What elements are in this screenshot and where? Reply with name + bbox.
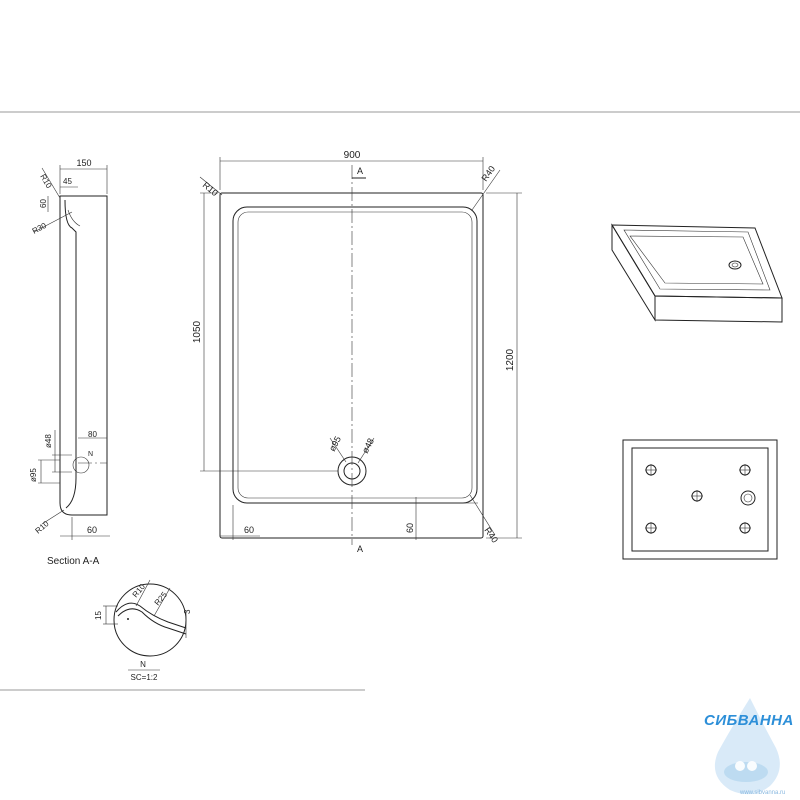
detail-view: R10 R25 15 3 N SC=1:2: [94, 579, 192, 682]
detail-mark-n: N: [88, 451, 93, 458]
logo-url: www.sibvanna.ru: [740, 790, 786, 796]
detail-circle: [113, 583, 187, 657]
leader-detail-r25: [153, 587, 171, 617]
detail-scale: SC=1:2: [131, 673, 158, 682]
logo-text: СИБВАННА: [704, 712, 794, 729]
support-foot: [691, 490, 703, 502]
dim-section-r30: R30: [31, 221, 49, 236]
iso-front-face: [654, 295, 783, 323]
plan-view: A A 900 1200 1050 60 60 R10 R40 R40: [192, 150, 522, 554]
dim-detail-r25: R25: [153, 590, 170, 607]
dim-length: 1200: [505, 348, 516, 371]
dim-section-depth: 150: [76, 158, 91, 168]
bottom-view: [622, 439, 778, 560]
detail-circle-n: [72, 456, 90, 474]
leader-detail-r10: [135, 579, 151, 607]
detail-profile-bottom: [117, 608, 187, 635]
dim-section-drain-outer: ø95: [29, 468, 38, 482]
dim-r10: R10: [201, 180, 220, 198]
section-mark-bottom: A: [357, 544, 363, 554]
iso-left-face: [611, 223, 656, 322]
dim-drain-outer: ø95: [327, 435, 343, 453]
dim-r40-bottom: R40: [482, 525, 500, 544]
tray-inner-rim: [232, 206, 478, 504]
section-view: Section A-A 150 45 R10 60 R30 ø48 80 ø95: [29, 158, 110, 567]
detail-name: N: [140, 660, 146, 669]
dim-section-base: 60: [87, 525, 97, 535]
section-mark-top: A: [357, 166, 363, 176]
leader-r10-bottom: [41, 509, 65, 525]
dim-rim-left: 60: [244, 525, 254, 535]
iso-drain-inner: [731, 262, 739, 268]
support-foot: [645, 464, 657, 476]
dim-section-r10-bottom: R10: [34, 519, 51, 536]
support-foot: [739, 464, 751, 476]
bottom-drain-inner: [743, 493, 753, 503]
leader-drain-inner: [357, 437, 375, 464]
leader-r40: [471, 169, 501, 211]
support-feet: [645, 464, 751, 534]
leader-r10-top: [41, 167, 61, 199]
dim-drain-inner: ø48: [360, 437, 376, 455]
leader-r40-bottom: [469, 494, 496, 536]
dim-section-drain-offset: 80: [88, 430, 97, 439]
dim-rim-bottom: 60: [405, 523, 415, 533]
section-label: Section A-A: [47, 556, 100, 567]
section-r30-curve: [67, 209, 81, 227]
tray-inner-rim-2: [237, 211, 473, 499]
dim-width: 900: [344, 150, 361, 161]
leader-r10: [199, 176, 223, 196]
dim-r40-top: R40: [479, 164, 497, 183]
dim-detail-height: 15: [94, 611, 103, 620]
iso-inner-rim-2: [629, 235, 764, 285]
leader-drain-outer: [329, 437, 347, 463]
logo-droplet-icon: [714, 698, 780, 795]
bottom-inner: [631, 447, 769, 552]
support-foot: [645, 522, 657, 534]
leader-r30: [33, 211, 73, 233]
section-outline: [59, 195, 108, 516]
support-foot: [739, 522, 751, 534]
dim-section-drain-inner: ø48: [44, 434, 53, 448]
detail-profile-top: [115, 602, 187, 629]
isometric-view: [611, 223, 783, 323]
bottom-outline: [622, 439, 778, 560]
detail-center-mark: [127, 618, 129, 620]
dim-section-wall: 45: [63, 177, 72, 186]
iso-drain: [728, 260, 742, 270]
dim-section-lip: 60: [39, 199, 48, 208]
dim-section-r10-top: R10: [38, 173, 53, 191]
bottom-drain: [740, 490, 756, 506]
tray-outline: [219, 192, 484, 539]
section-inner-profile: [64, 199, 77, 509]
dim-detail-step: 3: [183, 609, 192, 614]
dim-inner-length: 1050: [192, 320, 203, 343]
iso-inner-rim: [623, 229, 771, 291]
